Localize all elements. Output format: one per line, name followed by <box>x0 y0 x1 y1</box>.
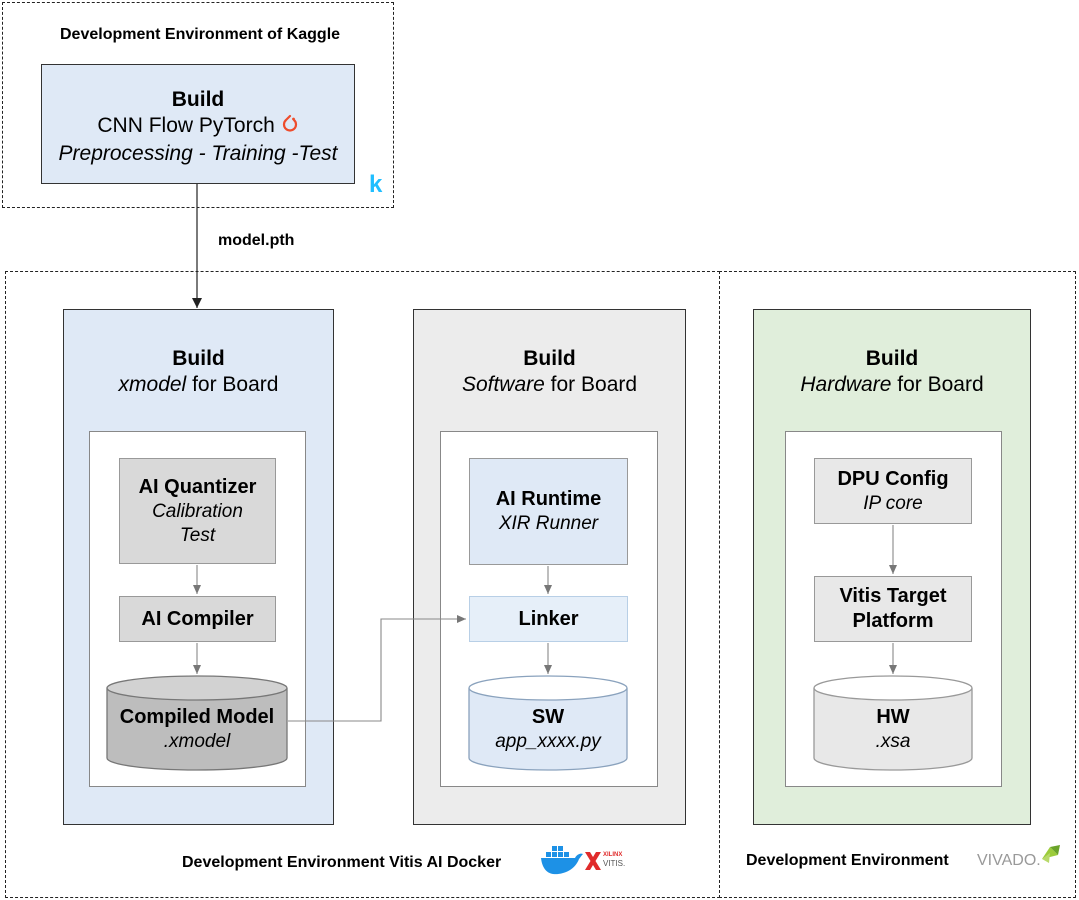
ai-quantizer-line1: Calibration <box>152 500 243 522</box>
pytorch-icon <box>281 114 299 141</box>
ai-quantizer-title: AI Quantizer <box>138 475 257 498</box>
compiled-model-subtitle: .xmodel <box>163 730 231 752</box>
xmodel-panel-title: Build <box>172 347 225 370</box>
xilinx-wordmark: XILINX <box>603 852 623 858</box>
model-pth-label: model.pth <box>218 232 295 249</box>
vitis-docker-environment-label: Development Environment Vitis AI Docker <box>182 854 502 871</box>
hw-subtitle: .xsa <box>875 730 911 752</box>
vitis-target-platform-line2: Platform <box>852 610 934 632</box>
dpu-config-subtitle: IP core <box>863 492 923 514</box>
kaggle-build-box: Build CNN Flow PyTorch Preprocessing - T… <box>41 64 355 184</box>
kaggle-build-title: Build <box>171 88 225 111</box>
hardware-panel-subtitle-italic: Hardware <box>800 373 892 396</box>
linker-title: Linker <box>518 607 579 630</box>
ai-runtime-title: AI Runtime <box>495 488 602 510</box>
vitis-target-platform-line1: Vitis Target <box>839 585 947 607</box>
ai-quantizer-box: AI Quantizer Calibration Test <box>119 458 276 564</box>
compiled-model-title: Compiled Model <box>119 705 275 728</box>
vivado-leaf-icon <box>1042 845 1060 863</box>
model-to-linker-connector <box>288 615 466 722</box>
sw-title: SW <box>531 705 565 728</box>
sw-cylinder <box>468 675 628 771</box>
docker-icon <box>541 846 583 875</box>
dpu-config-box: DPU Config IP core <box>814 458 972 524</box>
vivado-environment-label: Development Environment <box>746 852 949 869</box>
software-panel-title: Build <box>523 347 576 370</box>
linker-box: Linker <box>469 596 628 642</box>
kaggle-environment-label: Development Environment of Kaggle <box>60 26 341 43</box>
ai-compiler-box: AI Compiler <box>119 596 276 642</box>
kaggle-build-line2: Preprocessing - Training -Test <box>58 142 338 165</box>
vitis-target-platform-box: Vitis Target Platform <box>814 576 972 642</box>
software-panel-subtitle-italic: Software <box>461 373 545 396</box>
hardware-panel-title: Build <box>865 347 919 370</box>
xilinx-icon <box>585 852 601 870</box>
ai-runtime-subtitle: XIR Runner <box>498 513 599 534</box>
hw-title: HW <box>876 705 910 728</box>
hw-cylinder <box>813 675 973 771</box>
xmodel-panel-subtitle-italic: xmodel <box>118 373 187 396</box>
dpu-config-title: DPU Config <box>837 467 949 490</box>
vitis-wordmark: VITIS. <box>603 859 626 868</box>
kaggle-build-line1: CNN Flow PyTorch <box>97 114 275 137</box>
hw-label: HW .xsa <box>814 702 972 756</box>
vivado-environment-frame <box>719 271 1076 898</box>
ai-compiler-title: AI Compiler <box>141 607 254 630</box>
ai-quantizer-line2: Test <box>179 524 216 546</box>
kaggle-logo-icon: k <box>369 171 383 198</box>
software-panel-subtitle: for Board <box>544 373 638 396</box>
hardware-panel-subtitle: for Board <box>891 373 984 396</box>
vivado-wordmark: VIVADO. <box>977 852 1041 869</box>
ai-runtime-box: AI Runtime XIR Runner <box>469 458 628 565</box>
compiled-model-label: Compiled Model .xmodel <box>107 702 287 756</box>
compiled-model-cylinder <box>106 675 288 771</box>
xilinx-vitis-wordmark: XILINX VITIS. <box>603 852 625 868</box>
sw-label: SW app_xxxx.py <box>469 702 627 756</box>
sw-subtitle: app_xxxx.py <box>495 730 601 752</box>
kaggle-environment-frame <box>2 2 394 208</box>
xmodel-panel-subtitle: for Board <box>186 373 279 396</box>
